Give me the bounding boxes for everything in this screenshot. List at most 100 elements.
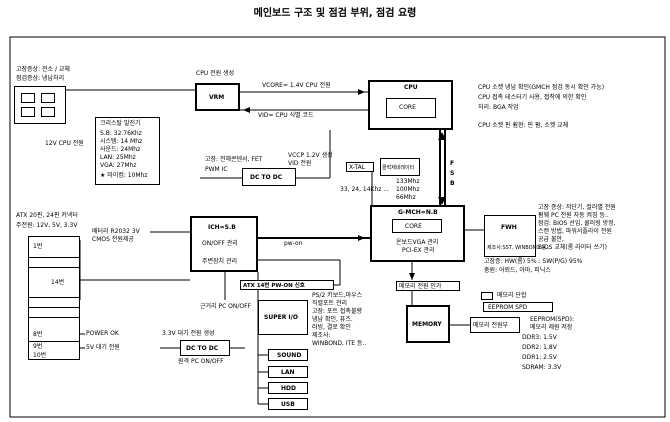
- psu-label: 12V CPU 전원: [45, 140, 84, 147]
- cpu-box: CPU CORE: [368, 80, 453, 130]
- cpu-core-box: CORE: [386, 98, 436, 118]
- fsb-f: F: [450, 160, 455, 167]
- mem-power: 메모리 전원부: [473, 322, 509, 329]
- crystal-title: 크리스탈 발진기: [100, 120, 141, 127]
- ich-box: ICH=S.B ON/OFF 관리 주변장치 관리: [190, 216, 258, 272]
- fwh-lv2: 충원: 어뢰드, 아마, 피닉스: [484, 267, 551, 274]
- ich-title: ICH=S.B: [208, 224, 236, 231]
- periph-label: USB: [281, 401, 295, 408]
- mem-arrow: [409, 273, 415, 280]
- dcdc1-vccp: VCCP 1.2V 생성: [288, 152, 333, 159]
- crystal-line: LAN: 25Mhz: [100, 154, 136, 161]
- ich-l1: ON/OFF 관리: [202, 240, 238, 247]
- dcdc1-label: DC TO DC: [250, 174, 283, 181]
- fwh-note: 스캔 방법, 파워서플라이 전원: [538, 228, 612, 235]
- xtal-label: X-TAL: [349, 164, 366, 171]
- crystal-line: ★ 마이컴: 10Mhz: [100, 172, 148, 179]
- superio-line: PS/2 키보드,마우스: [312, 292, 363, 299]
- atx-pin1: 1번: [33, 243, 43, 250]
- cpu-core-label: CORE: [399, 104, 416, 111]
- mem-slot-icon: [481, 292, 493, 300]
- mem-spd-box: EEPROM SPD: [483, 302, 553, 312]
- dcdc1-note1: 고장: 전해콘덴서, FET: [205, 156, 263, 163]
- mem-check-box: 메모리 전원 인가: [396, 281, 460, 291]
- superio-line: 냉납 확인, 퓨즈.: [312, 316, 353, 323]
- ich-l2: 주변장치 관리: [202, 258, 238, 265]
- fwh-note: 펌웨 PC 전원 자동 켜짐 등..: [538, 212, 609, 219]
- psu-pin-b: [41, 93, 55, 103]
- gmch-title: G-MCH=N.B: [398, 209, 438, 216]
- cpu-title: CPU: [404, 84, 418, 91]
- crystal-line: VGA: 27Mhz: [100, 162, 137, 169]
- atx-connector: 1번 14번 8번 9번 10번: [28, 236, 80, 360]
- cpu-note: CPU 소켓 핀 휨현: 핀 펌, 소켓 교체: [478, 122, 569, 129]
- crystal-line: S.B: 32.76Khz: [100, 130, 142, 137]
- mem-check: 메모리 전원 인가: [399, 283, 442, 290]
- battery-l1: 배터리 R2032 3V: [92, 228, 140, 235]
- clockgen-label: 클럭제네레이터: [382, 165, 415, 171]
- superio-line: 러빙, 결로 확인: [312, 324, 351, 331]
- atx-pin9: 9번: [33, 343, 43, 350]
- xtal-box: X-TAL: [346, 162, 374, 172]
- vid-arrow: [243, 107, 250, 113]
- mem-slot: 메모리 단합: [497, 292, 527, 299]
- fwh-lv: 고장증: HW(롬) 5% : SW(P/G) 95%: [484, 258, 583, 265]
- dcdc2-box: DC TO DC: [180, 340, 230, 356]
- periph-label: SOUND: [277, 352, 302, 359]
- psu-pin-c: [21, 107, 35, 117]
- fwh-l1: 제조사:SST, WINBOND 등..: [487, 245, 550, 251]
- fwh-note: BIOS 교체(롬 라이터 쓰기): [538, 244, 607, 251]
- memory-box: MEMORY: [406, 305, 450, 343]
- atx-pin8: 8번: [33, 331, 43, 338]
- gmch-l2: PCI-EX 관리: [402, 247, 435, 254]
- mem-spd: EEPROM SPD: [488, 304, 528, 311]
- mem-ddr: DDR3: 1.5V: [522, 334, 557, 341]
- psu-pin-a: [21, 93, 35, 103]
- vrm-box: VRM: [195, 83, 240, 111]
- gmch-box: G-MCH=N.B CORE 온보드VGA 관리 PCI-EX 관리: [370, 205, 465, 262]
- vrm-label: VRM: [209, 94, 225, 101]
- vrm-title: CPU 전원 생성: [196, 70, 235, 77]
- vcore-text: VCORE= 1.4V CPU 전원: [262, 82, 331, 89]
- superio-line: WINBOND, ITE 등..: [312, 340, 367, 347]
- clk-f1: 133Mhz: [396, 178, 420, 185]
- superio-title: SUPER I/O: [264, 314, 298, 321]
- fwh-box: FWH 제조사:SST, WINBOND 등..: [484, 215, 549, 257]
- periph-lan: LAN: [268, 366, 308, 378]
- mem-ddr: SDRAM: 3.3V: [522, 364, 562, 371]
- vid-text: VID= CPU 식별 코드: [258, 112, 314, 119]
- outer-frame: [9, 36, 666, 418]
- cpu-note: CPU 소켓 냉납 확인(GMCH 점검 동시 확인 가능): [478, 84, 605, 91]
- cpu-note: 처리: BGA 작업: [478, 104, 519, 111]
- atx-pin10: 10번: [33, 352, 47, 359]
- mem-ddr: DDR2: 1.8V: [522, 344, 557, 351]
- dcdc1-box: DC TO DC: [242, 168, 296, 186]
- superio-box: SUPER I/O: [258, 300, 308, 335]
- fwh-note: 공급 불안,: [538, 236, 564, 243]
- clk-f2: 33, 24, 14Khz ...: [340, 186, 390, 193]
- psu-check: 점검증상: 냉납처리: [16, 75, 65, 82]
- atx-sb5v: 5V 대기 전원: [86, 344, 120, 351]
- periph-hdd: HDD: [268, 382, 308, 394]
- dcdc1-note2: PWM IC: [205, 166, 228, 173]
- gmch-core-box: CORE: [392, 219, 442, 233]
- clk-f3: 100Mhz: [396, 186, 420, 193]
- mem-spd2: EEPROM(SPD):: [530, 316, 575, 323]
- pwon-sig-box: ATX 14번 PW-ON 신호: [240, 280, 334, 290]
- vcore-arrow: [358, 89, 365, 95]
- fsb-arrow-up: [438, 132, 446, 140]
- page-title: 메인보드 구조 및 점검 부위, 점검 요령: [253, 8, 417, 19]
- pwon-label: pw-on: [284, 240, 303, 247]
- fwh-title: FWH: [501, 224, 517, 231]
- psu-symptom: 고장증상: 전소 / 교체: [16, 66, 70, 73]
- fsb-s: S: [450, 170, 455, 177]
- gmch-l1: 온보드VGA 관리: [396, 239, 439, 246]
- dcdc2-note: 3.3V 대기 전원 생성: [162, 330, 215, 337]
- gmch-core-label: CORE: [405, 223, 422, 230]
- periph-label: HDD: [281, 385, 296, 392]
- superio-line: 제조사:: [312, 332, 331, 339]
- dcdc1-vid: VID 전원: [288, 160, 312, 167]
- psu-pin-d: [41, 107, 55, 117]
- ich-arrow: [358, 235, 365, 241]
